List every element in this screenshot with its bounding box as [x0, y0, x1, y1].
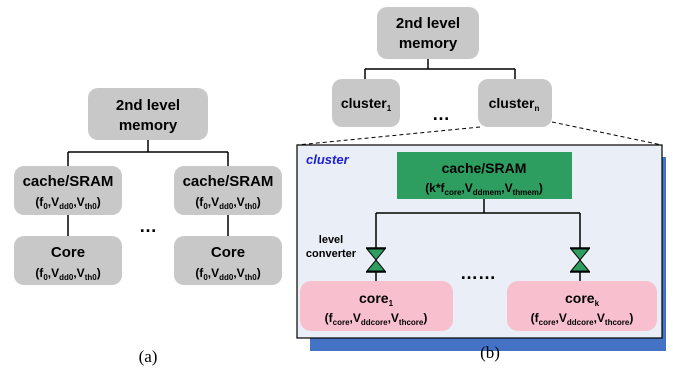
core-k-title: corek: [565, 290, 600, 308]
core-box-a-left: Core (f0,Vdd0,Vth0): [14, 236, 122, 285]
cache-a-right-params: (f0,Vdd0,Vth0): [195, 195, 260, 211]
memory-a-line1: 2nd level: [116, 97, 180, 114]
cache-b-title: cache/SRAM: [442, 160, 527, 176]
core-a-left-title: Core: [51, 244, 85, 261]
core-a-left-params: (f0,Vdd0,Vth0): [35, 266, 100, 282]
cache-a-right-title: cache/SRAM: [183, 173, 274, 190]
cluster-n-label: clustern: [489, 95, 540, 113]
cluster-n-box: clustern: [478, 79, 552, 127]
cache-a-left-title: cache/SRAM: [23, 173, 114, 190]
ellipsis-b-clusters: …: [432, 104, 450, 124]
cluster-1-box: cluster1: [332, 79, 400, 127]
core-1-box: core1 (fcore,Vddcore,Vthcore): [300, 281, 453, 331]
caption-a: (a): [139, 347, 158, 366]
level-converter-icon-right: [569, 247, 591, 273]
diagram-b: 2nd level memory cluster1 … clustern clu…: [296, 7, 666, 362]
level-converter-line2: converter: [306, 248, 357, 260]
diagram-a: 2nd level memory cache/SRAM (f0,Vdd0,Vth…: [14, 88, 282, 366]
memory-b-line2: memory: [399, 35, 458, 52]
memory-box-b: 2nd level memory: [377, 7, 479, 59]
cache-a-left-params: (f0,Vdd0,Vth0): [35, 195, 100, 211]
core-k-box: corek (fcore,Vddcore,Vthcore): [507, 281, 657, 331]
core-1-title: core1: [359, 290, 394, 308]
memory-box-a: 2nd level memory: [88, 88, 208, 140]
memory-b-line1: 2nd level: [396, 15, 460, 32]
cache-box-b: cache/SRAM (k*fcore,Vddmem,Vthmem): [397, 152, 572, 199]
level-converter-icon-left: [365, 247, 387, 273]
diagram-b-top-connectors: [364, 59, 516, 79]
memory-a-line2: memory: [119, 117, 178, 134]
ellipsis-a: …: [139, 216, 157, 236]
caption-b: (b): [480, 343, 500, 362]
core-box-a-right: Core (f0,Vdd0,Vth0): [174, 236, 282, 285]
diagram-a-connectors: [67, 140, 229, 236]
cluster-1-label: cluster1: [341, 95, 392, 113]
zoom-lines: [296, 121, 663, 146]
cache-box-a-left: cache/SRAM (f0,Vdd0,Vth0): [14, 166, 122, 215]
diagram-b-inner-connectors: [375, 199, 581, 281]
cluster-label: cluster: [306, 152, 350, 167]
ellipsis-b-cores: ……: [460, 263, 496, 283]
core-a-right-title: Core: [211, 244, 245, 261]
core-a-right-params: (f0,Vdd0,Vth0): [195, 266, 260, 282]
cache-box-a-right: cache/SRAM (f0,Vdd0,Vth0): [174, 166, 282, 215]
level-converter-line1: level: [319, 234, 343, 246]
